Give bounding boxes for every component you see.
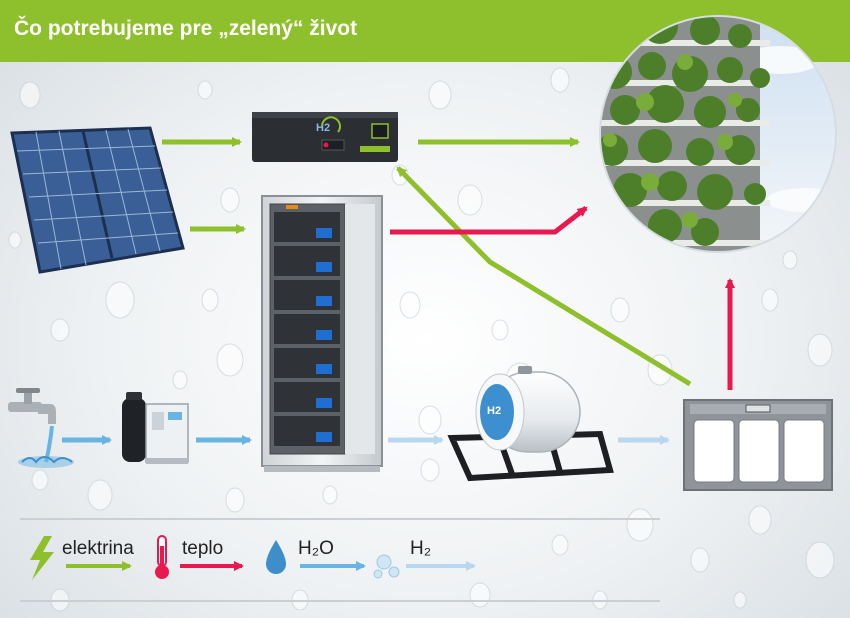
legend-heat-label: teplo (182, 538, 224, 559)
page-title: Čo potrebujeme pre „zelený“ život (14, 17, 358, 40)
heat-arrow-cabinet-building (390, 206, 588, 235)
water-drop-icon (266, 540, 286, 574)
battery-logo: H2 (316, 122, 330, 134)
water-tap-icon (8, 388, 74, 468)
lightning-bolt-icon (30, 536, 54, 580)
green-building-image (599, 15, 837, 253)
thermometer-icon (155, 535, 169, 579)
battery-storage-icon: H2 (252, 112, 398, 162)
legend-water-label: H₂O (298, 538, 334, 559)
tank-logo: H2 (487, 405, 501, 417)
water-treatment-icon (122, 392, 189, 464)
gas-bubbles-icon (373, 554, 400, 579)
electricity-arrow-fuelcell-battery (396, 166, 692, 387)
legend-electricity-label: elektrina (62, 538, 134, 559)
legend (30, 535, 476, 580)
battery-cabinet-icon (261, 195, 383, 472)
legend-hydrogen-label: H₂ (410, 538, 432, 559)
legend-divider-bottom (20, 600, 660, 602)
fuel-cell-icon (683, 399, 833, 491)
solar-panel-icon (10, 126, 185, 274)
hydrogen-tank-icon: H2 (447, 366, 614, 482)
legend-divider-top (20, 518, 660, 520)
